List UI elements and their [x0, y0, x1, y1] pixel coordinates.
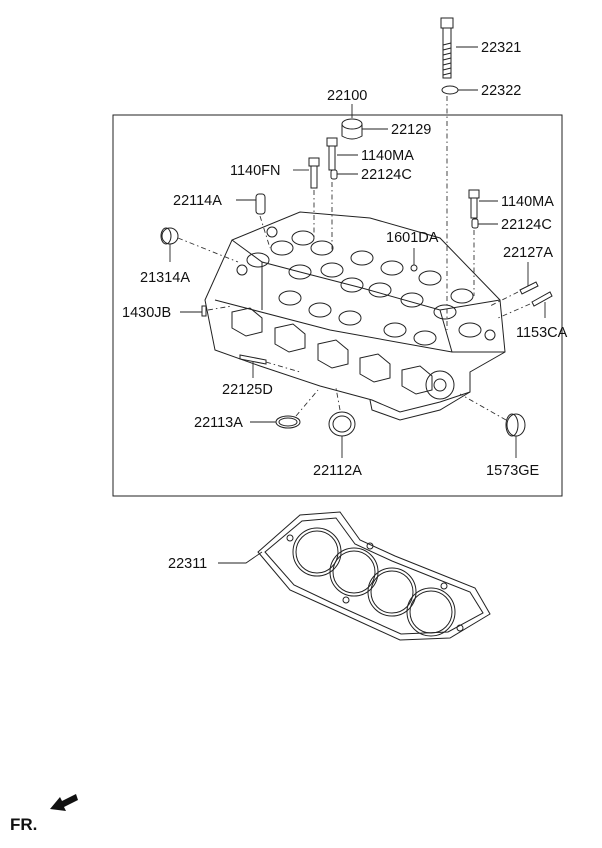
- plug-1601DA: [410, 264, 418, 272]
- assembly-frame: [112, 114, 563, 497]
- bolt-22321: [440, 17, 454, 79]
- front-label: FR.: [10, 815, 37, 834]
- plug-22129: [341, 118, 363, 140]
- valve-train: [236, 226, 496, 346]
- leader-lines: [169, 46, 546, 564]
- dowel-22124C-2: [471, 218, 479, 229]
- label-22112A: 22112A: [313, 463, 362, 479]
- label-22114A: 22114A: [173, 193, 222, 209]
- label-22311: 22311: [168, 556, 207, 572]
- dowel-22124C-1: [330, 169, 338, 180]
- cylinder-head: [204, 211, 506, 421]
- part-labels: 22321 22322 22100 22129 1140MA 1140FN 22…: [122, 40, 568, 572]
- pin-1430JB: [201, 305, 207, 317]
- front-orientation-marker: FR.: [10, 794, 78, 834]
- label-1573GE: 1573GE: [486, 463, 540, 479]
- cap-1573GE: [505, 413, 526, 437]
- label-1140MA-1: 1140MA: [361, 148, 414, 164]
- cap-21314A: [160, 227, 179, 245]
- label-22127A: 22127A: [503, 245, 553, 261]
- bolt-1140FN: [308, 157, 320, 189]
- stud-22125D: [239, 354, 267, 365]
- bolt-1140MA-2: [468, 189, 480, 219]
- label-1140FN: 1140FN: [230, 163, 281, 179]
- washer-22322: [441, 85, 459, 95]
- label-1140MA-2: 1140MA: [501, 194, 554, 210]
- bolt-1140MA-1: [326, 137, 338, 171]
- label-22124C-2: 22124C: [501, 217, 552, 233]
- arrow-icon: [50, 794, 78, 811]
- label-22100: 22100: [327, 88, 367, 104]
- label-1430JB: 1430JB: [122, 305, 171, 321]
- head-gasket-22311: [257, 511, 491, 641]
- stud-22127A: [519, 281, 539, 295]
- label-1153CA: 1153CA: [516, 325, 568, 341]
- exhaust-ports: [231, 307, 433, 395]
- label-21314A: 21314A: [140, 270, 190, 286]
- label-22321: 22321: [481, 40, 521, 56]
- label-22322: 22322: [481, 83, 521, 99]
- alignment-lines: [177, 96, 531, 421]
- label-22124C-1: 22124C: [361, 167, 412, 183]
- sleeve-22114A: [255, 193, 266, 215]
- seal-22112A: [328, 411, 356, 437]
- stud-1153CA: [531, 291, 553, 307]
- seal-22113A: [275, 415, 301, 429]
- label-22113A: 22113A: [194, 415, 243, 431]
- label-1601DA: 1601DA: [386, 230, 439, 246]
- label-22125D: 22125D: [222, 382, 273, 398]
- label-22129: 22129: [391, 122, 431, 138]
